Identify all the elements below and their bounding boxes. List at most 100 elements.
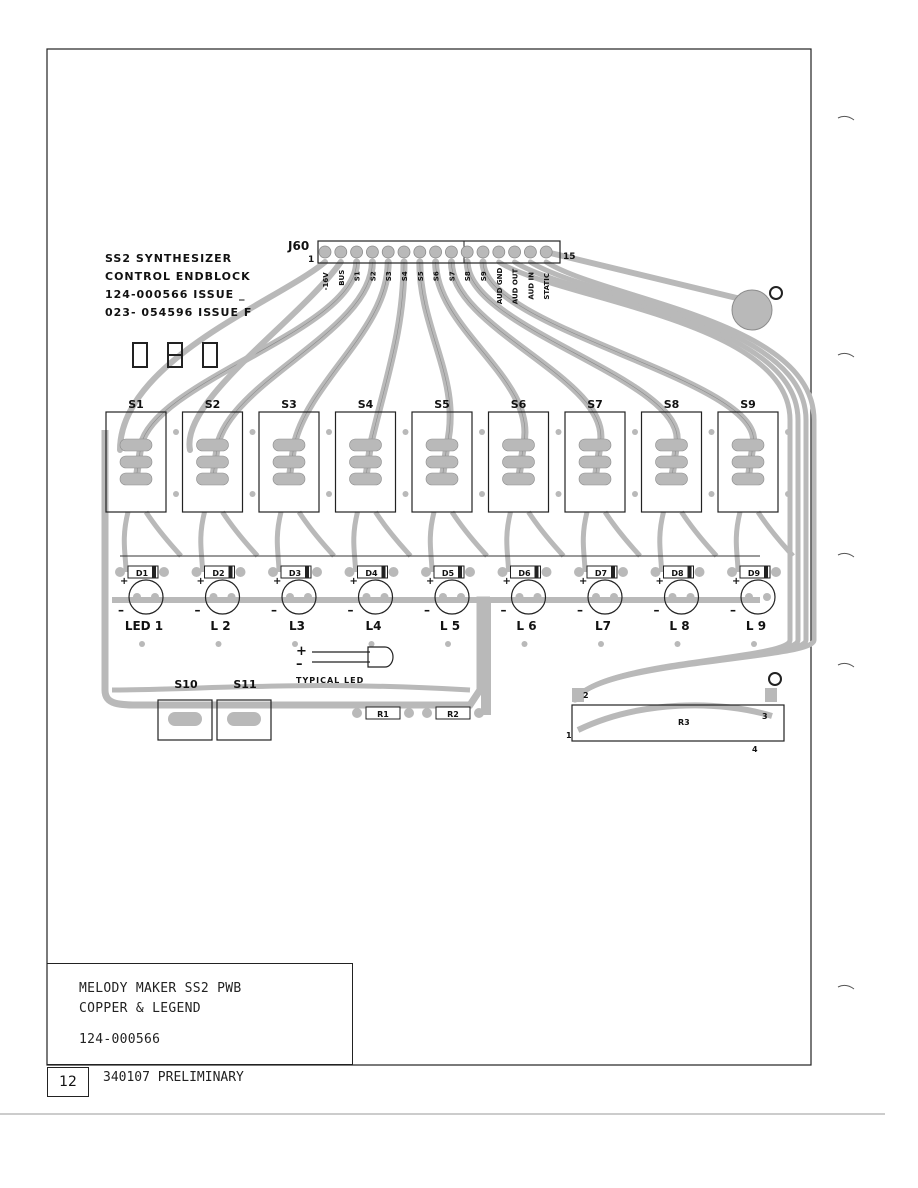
via-pad xyxy=(249,429,256,435)
switch-pad xyxy=(272,472,306,486)
connector-pin-pad xyxy=(334,245,348,259)
pcb-trace xyxy=(733,511,743,573)
led-pad xyxy=(610,593,618,601)
resistor-label-r2: R2 xyxy=(447,710,459,719)
ground-pad xyxy=(731,289,773,331)
diode-pad xyxy=(191,567,202,577)
led-pad xyxy=(209,593,218,601)
footer-status: 340107 PRELIMINARY xyxy=(103,1070,244,1085)
r3-pin-number: 2 xyxy=(583,691,589,700)
diode-band xyxy=(152,566,156,578)
diode-band xyxy=(687,566,692,578)
via-pad xyxy=(215,641,222,647)
diode-band xyxy=(611,566,615,578)
connector-pin-pad xyxy=(444,245,458,259)
pcb-trace-edge xyxy=(482,261,754,481)
pcb-trace xyxy=(427,511,437,573)
led-label-2: L 2 xyxy=(210,619,230,633)
pcb-trace-edge xyxy=(288,261,389,481)
diode-label-d4: D4 xyxy=(365,569,378,578)
led-2-outline xyxy=(204,579,241,615)
led-9-outline xyxy=(740,579,776,615)
connector-pin-pad xyxy=(492,245,506,259)
switch-label-s9: S9 xyxy=(740,398,756,411)
switch-s5-body xyxy=(411,411,473,513)
diode-pad xyxy=(312,567,322,577)
switch-pad xyxy=(655,472,688,486)
led-minus-sign: – xyxy=(195,603,201,617)
connector-pin-pad xyxy=(397,245,411,259)
diode-d8-body xyxy=(663,565,694,579)
board-legend-part-number: 124-000566 ISSUE _ xyxy=(105,288,246,301)
led-plus-sign: + xyxy=(120,576,128,587)
connector-pin-label: S7 xyxy=(448,271,456,281)
via-pad xyxy=(402,429,409,435)
pcb-trace xyxy=(198,511,207,573)
switch-label-s1: S1 xyxy=(128,398,144,411)
via-pad xyxy=(521,641,528,647)
connector-pin-pad xyxy=(350,245,364,259)
pcb-trace xyxy=(543,259,817,703)
pcb-trace-edge xyxy=(435,261,526,481)
switch-pad xyxy=(196,455,229,469)
switch-s7-body xyxy=(564,411,626,513)
pcb-trace xyxy=(526,510,566,558)
led-4-outline xyxy=(357,579,394,615)
diode-pad xyxy=(574,567,584,577)
diode-pad xyxy=(650,567,661,577)
led-5-outline xyxy=(434,579,470,615)
led-pad xyxy=(286,593,294,601)
r3-pin-number: 4 xyxy=(752,745,758,754)
connector-pin-pad xyxy=(460,245,474,259)
diode-pad xyxy=(344,567,355,577)
led-plus-sign: + xyxy=(503,576,511,587)
diode-pad xyxy=(388,567,399,577)
led-plus-sign: + xyxy=(656,576,664,587)
typical-led-label: TYPICAL LED xyxy=(296,676,364,685)
led-6-outline xyxy=(510,579,547,615)
connector-pin-label: STATIC xyxy=(543,273,551,300)
connector-pin-label: S3 xyxy=(385,271,393,281)
led-plus-sign: + xyxy=(350,576,358,587)
led-pad xyxy=(227,593,236,601)
via-pad xyxy=(555,491,562,497)
pcb-trace xyxy=(373,510,413,558)
connector-name: J60 xyxy=(287,239,309,253)
via-pad xyxy=(785,429,791,435)
binding-hole-mark xyxy=(837,662,855,668)
resistor-pad xyxy=(474,708,484,718)
connector-pin-label: S6 xyxy=(433,271,441,281)
switch-pad xyxy=(349,472,382,486)
pcb-trace xyxy=(101,430,490,709)
via-pad xyxy=(139,641,145,647)
pcb-trace xyxy=(274,511,284,573)
binding-hole-mark xyxy=(837,552,855,558)
via-pad xyxy=(368,641,375,647)
via-pad xyxy=(674,641,681,647)
connector-pin-pad xyxy=(508,245,521,259)
diode-pad xyxy=(159,567,169,577)
diode-band xyxy=(305,566,309,578)
connector-pin-pad xyxy=(429,245,443,259)
board-frame xyxy=(46,48,812,1066)
switch-label-s5: S5 xyxy=(434,398,450,411)
via-pad xyxy=(708,429,715,435)
switch-pad xyxy=(196,472,229,486)
pcb-trace xyxy=(351,511,360,573)
diode-d7-body xyxy=(586,565,618,579)
switch-pad xyxy=(349,438,382,452)
diode-d3-body xyxy=(280,565,312,579)
pcb-trace-edge xyxy=(419,261,451,481)
connector-pin-first: 1 xyxy=(308,255,314,265)
led-label-5: L 5 xyxy=(440,619,460,633)
via-pad xyxy=(402,491,409,497)
led-pad xyxy=(592,593,600,601)
diode-d5-body xyxy=(433,565,465,579)
diode-label-d8: D8 xyxy=(671,569,684,578)
diode-pad xyxy=(421,567,431,577)
binding-hole-mark xyxy=(837,984,855,990)
switch-s11-body xyxy=(216,699,272,741)
diode-label-d9: D9 xyxy=(748,569,761,578)
diode-d2-body xyxy=(204,565,235,579)
page-number: 12 xyxy=(47,1067,89,1097)
